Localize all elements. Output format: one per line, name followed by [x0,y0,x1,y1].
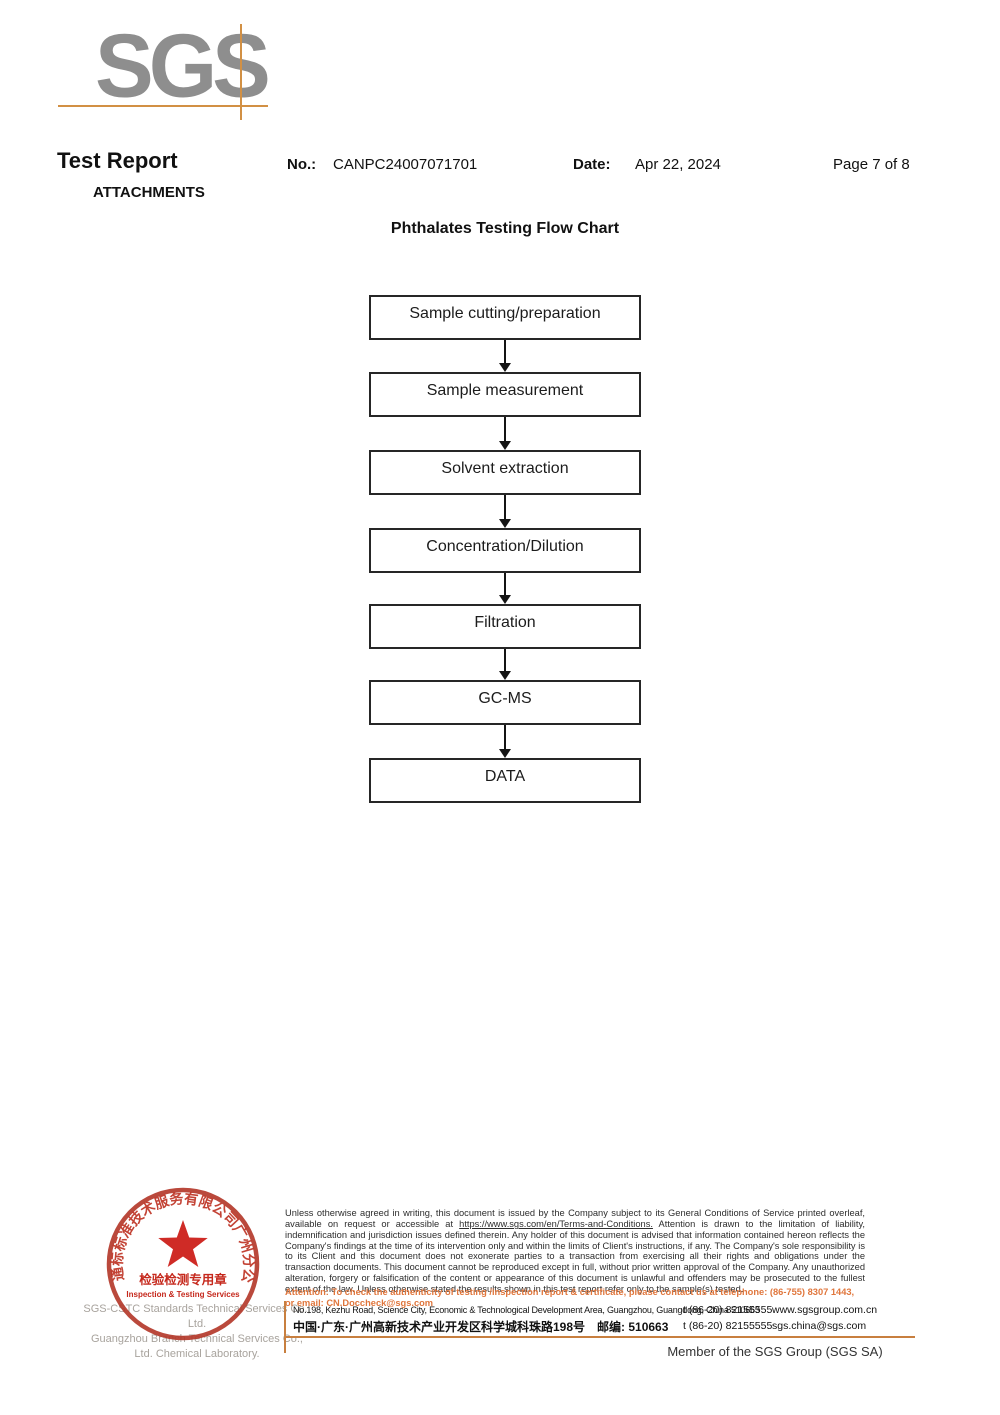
inspection-testing-seal-stamp-icon: 通标标准技术服务有限公司广州分公司 检验检测专用章 Inspection & T… [103,1184,260,1341]
star-icon [158,1220,208,1267]
legal-disclaimer: Unless otherwise agreed in writing, this… [285,1208,865,1294]
flow-step-concentration-dilution: Concentration/Dilution [369,528,641,573]
flow-arrow-down-icon [497,573,513,604]
terms-and-conditions-link[interactable]: https://www.sgs.com/en/Terms-and-Conditi… [459,1219,653,1230]
sgs-china-email-link[interactable]: sgs.china@sgs.com [772,1320,867,1332]
date-value: Apr 22, 2024 [635,156,721,173]
address-chinese: 中国·广东·广州高新技术产业开发区科学城科珠路198号 邮编: 510663 [293,1320,669,1334]
page-number: Page 7 of 8 [833,156,910,173]
flow-arrow-down-icon [497,495,513,528]
telephone-1: t (86-20) 82155555 [683,1304,773,1316]
logo-accent-horizontal-line [58,105,268,107]
flow-arrow-down-icon [497,725,513,758]
logo-accent-vertical-line [240,24,242,120]
flow-step-sample-measurement: Sample measurement [369,372,641,417]
flow-step-data: DATA [369,758,641,803]
doccheck-email-link[interactable]: CN.Doccheck@sgs.com [326,1298,434,1309]
flow-chart-title: Phthalates Testing Flow Chart [390,220,620,237]
attachments-label: ATTACHMENTS [93,184,205,201]
flow-arrow-down-icon [497,649,513,680]
flow-arrow-down-icon [497,417,513,450]
telephone-2: t (86-20) 82155555 [683,1320,773,1332]
website-link[interactable]: www.sgsgroup.com.cn [772,1304,878,1316]
flow-step-gc-ms: GC-MS [369,680,641,725]
footer-accent-horizontal-line [285,1336,915,1338]
attention-notice: Attention: To check the authenticity of … [285,1287,855,1309]
address-english: No.198, Kezhu Road, Science City, Econom… [293,1305,760,1315]
footer-accent-vertical-line [284,1301,286,1353]
flow-step-sample-cutting: Sample cutting/preparation [369,295,641,340]
sgs-group-member-note: Member of the SGS Group (SGS SA) [667,1344,883,1359]
svg-text:检验检测专用章: 检验检测专用章 [139,1272,227,1287]
date-label: Date: [573,156,611,173]
page-title: Test Report [57,148,178,173]
flow-step-solvent-extraction: Solvent extraction [369,450,641,495]
flow-step-filtration: Filtration [369,604,641,649]
report-no-value: CANPC24007071701 [333,156,478,173]
flow-arrow-down-icon [497,340,513,372]
company-name-gray: SGS-CSTC Standards Technical Services Co… [83,1303,311,1360]
report-no-label: No.: [287,156,317,173]
svg-text:Inspection & Testing Services: Inspection & Testing Services [126,1290,240,1299]
